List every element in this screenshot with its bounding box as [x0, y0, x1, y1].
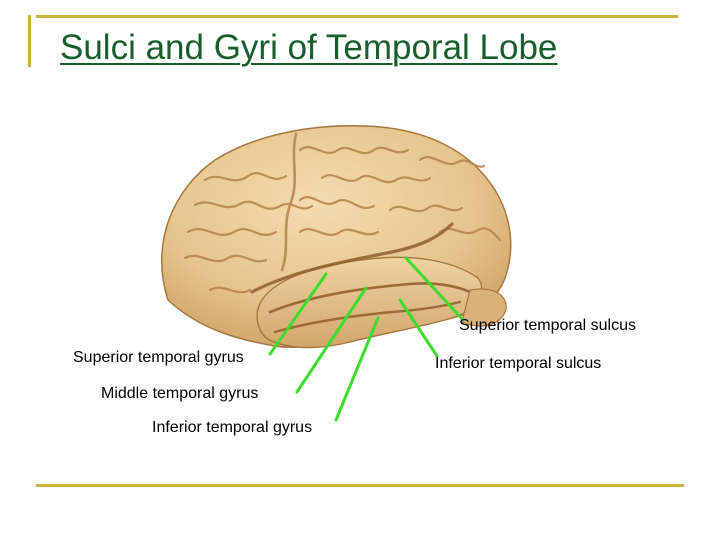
temporal-sulci	[268, 282, 472, 334]
label-superior-temporal-sulcus: Superior temporal sulcus	[459, 317, 636, 334]
pointer-superior-temporal-gyrus	[268, 272, 328, 356]
pointer-inferior-temporal-gyrus	[334, 316, 380, 422]
pointer-inferior-temporal-sulcus	[398, 298, 439, 358]
bottom-rule	[36, 484, 684, 487]
left-rule	[28, 15, 31, 67]
pointer-superior-temporal-sulcus	[404, 256, 465, 322]
label-middle-temporal-gyrus: Middle temporal gyrus	[101, 385, 259, 402]
label-inferior-temporal-gyrus: Inferior temporal gyrus	[152, 419, 313, 436]
gyri-texture	[183, 132, 502, 294]
label-inferior-temporal-sulcus: Inferior temporal sulcus	[435, 355, 602, 372]
slide-title: Sulci and Gyri of Temporal Lobe	[60, 28, 558, 67]
top-rule	[36, 15, 678, 18]
pointer-lines	[268, 256, 465, 422]
pointer-middle-temporal-gyrus	[295, 286, 368, 394]
cerebellum-shape	[461, 288, 507, 327]
label-superior-temporal-gyrus: Superior temporal gyrus	[73, 349, 244, 366]
